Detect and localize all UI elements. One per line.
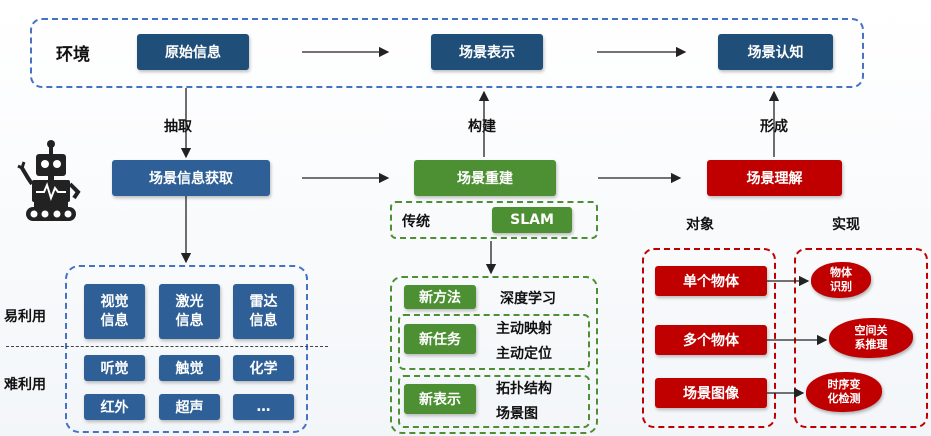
construct-label: 构建 [468, 119, 496, 135]
temporal-change-cloud: 时序变 化检测 [806, 372, 882, 412]
chemical-box: 化学 [233, 355, 294, 381]
traditional-frame [390, 201, 598, 239]
laser-info-box: 激光 信息 [159, 284, 220, 339]
object-recognition-cloud: 物体 识别 [811, 262, 871, 298]
realize-heading: 实现 [832, 217, 860, 233]
new-task-desc: 主动映射 主动定位 [496, 321, 552, 362]
new-task-box: 新任务 [404, 324, 476, 354]
scene-acquisition-box: 场景信息获取 [112, 160, 270, 196]
new-method-box: 新方法 [404, 285, 476, 309]
new-task-frame [398, 314, 590, 370]
new-representation-box: 新表示 [404, 384, 476, 414]
ultrasound-box: 超声 [159, 394, 220, 420]
easy-label: 易利用 [4, 309, 46, 325]
scene-representation-box: 场景表示 [431, 34, 543, 70]
extract-label: 抽取 [164, 119, 192, 135]
single-object-box: 单个物体 [655, 266, 767, 296]
touch-box: 触觉 [159, 355, 220, 381]
traditional-label: 传统 [402, 214, 430, 230]
new-directions-frame [390, 276, 598, 434]
sensing-divider [6, 346, 328, 347]
scene-cognition-box: 场景认知 [718, 34, 833, 70]
scene-reconstruction-box: 场景重建 [414, 160, 556, 196]
slam-box: SLAM [492, 207, 572, 233]
raw-info-box: 原始信息 [137, 34, 249, 70]
realizations-frame [794, 248, 928, 428]
new-method-desc: 深度学习 [500, 291, 556, 307]
infrared-box: 红外 [84, 394, 145, 420]
environment-frame [30, 18, 864, 88]
new-representation-frame [398, 375, 590, 428]
hearing-box: 听觉 [84, 355, 145, 381]
environment-label: 环境 [56, 45, 90, 65]
multiple-objects-box: 多个物体 [655, 325, 767, 355]
hard-label: 难利用 [4, 377, 46, 393]
visual-info-box: 视觉 信息 [84, 284, 145, 339]
scene-understanding-box: 场景理解 [707, 160, 842, 196]
robot-icon [17, 140, 81, 221]
more-box: … [233, 394, 294, 420]
new-representation-desc: 拓扑结构 场景图 [496, 381, 552, 422]
objects-frame [642, 248, 776, 428]
object-heading: 对象 [686, 217, 714, 233]
scene-image-box: 场景图像 [655, 378, 767, 408]
radar-info-box: 雷达 信息 [233, 284, 294, 339]
sensing-frame [65, 265, 308, 433]
spatial-reasoning-cloud: 空间关 系推理 [829, 318, 913, 358]
